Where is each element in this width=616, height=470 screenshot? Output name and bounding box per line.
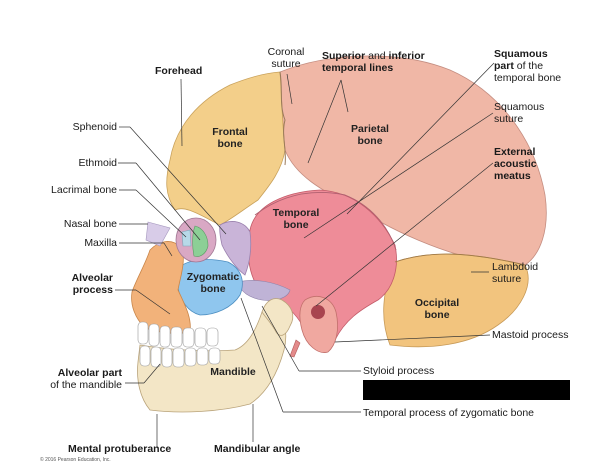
label-superior-inferior-temporal-lines: Superior and inferior temporal lines	[322, 50, 425, 74]
label-squamous-part-rest-2: temporal bone	[494, 72, 562, 84]
lambdoid-suture-line	[394, 253, 526, 266]
external-acoustic-meatus-shape	[311, 305, 325, 319]
label-squamous-part-rest-1: of the	[513, 60, 544, 72]
parietal-bone-shape	[279, 55, 547, 266]
label-superior: Superior	[322, 50, 366, 62]
label-alveolar-part: Alveolar part of the mandible	[20, 367, 122, 391]
leader-lines	[115, 62, 495, 448]
frontal-bone-shape	[166, 71, 286, 226]
label-of-the-mandible: of the mandible	[50, 379, 122, 391]
coronal-suture-line	[279, 71, 286, 166]
label-ethmoid: Ethmoid	[78, 157, 117, 169]
label-temporal-process: Temporal process of zygomatic bone	[363, 407, 534, 419]
label-mandibular-angle: Mandibular angle	[214, 443, 301, 455]
zygomatic-arch-shape	[237, 280, 291, 301]
label-occipital-bone: Occipital bone	[414, 297, 460, 321]
label-maxilla: Maxilla	[84, 237, 117, 249]
mandible-ramus-shape	[261, 298, 294, 336]
label-temporal-bone: Temporal bone	[272, 207, 320, 231]
label-squamous-part: Squamous part of the temporal bone	[494, 48, 561, 84]
lower-teeth	[139, 345, 221, 368]
label-zygomatic-bone: Zygomatic bone	[186, 271, 240, 295]
lacrimal-shape	[181, 229, 192, 247]
label-external-acoustic-meatus: External acoustic meatus	[494, 146, 537, 182]
label-alveolar-process: Alveolar process	[71, 272, 113, 296]
label-squamous-suture: Squamous suture	[494, 101, 545, 125]
ethmoid-shape	[192, 225, 209, 257]
label-parietal-bone: Parietal bone	[351, 123, 389, 147]
nasal-bone-shape	[145, 221, 171, 247]
squamous-suture-line	[254, 192, 397, 251]
styloid-shape	[289, 339, 301, 358]
label-and: and	[365, 50, 389, 62]
label-lacrimal-bone: Lacrimal bone	[51, 184, 117, 196]
label-forehead: Forehead	[155, 65, 203, 77]
label-mandible: Mandible	[210, 366, 256, 378]
label-squamous-part-bold-1: Squamous	[494, 48, 548, 60]
upper-teeth	[137, 321, 219, 348]
label-sphenoid: Sphenoid	[72, 121, 117, 133]
label-alveolar-part-bold: Alveolar part	[57, 367, 122, 379]
label-styloid-process: Styloid process	[363, 365, 435, 377]
label-frontal-bone: Frontal bone	[212, 126, 248, 150]
label-mastoid-process: Mastoid process	[492, 329, 569, 341]
label-temporal-lines: temporal lines	[322, 62, 394, 74]
label-nasal-bone: Nasal bone	[63, 218, 117, 230]
mastoid-shape	[299, 296, 338, 353]
sphenoid-shape	[219, 221, 252, 276]
label-coronal-suture: Coronal suture	[267, 46, 305, 70]
redaction-bar	[363, 380, 570, 400]
copyright-text: © 2016 Pearson Education, Inc.	[40, 457, 111, 463]
label-lambdoid-suture: Lambdoid suture	[492, 261, 539, 285]
label-mental-protuberance: Mental protuberance	[68, 443, 172, 455]
label-inferior: inferior	[388, 50, 425, 62]
label-squamous-part-bold-2: part	[494, 60, 514, 72]
